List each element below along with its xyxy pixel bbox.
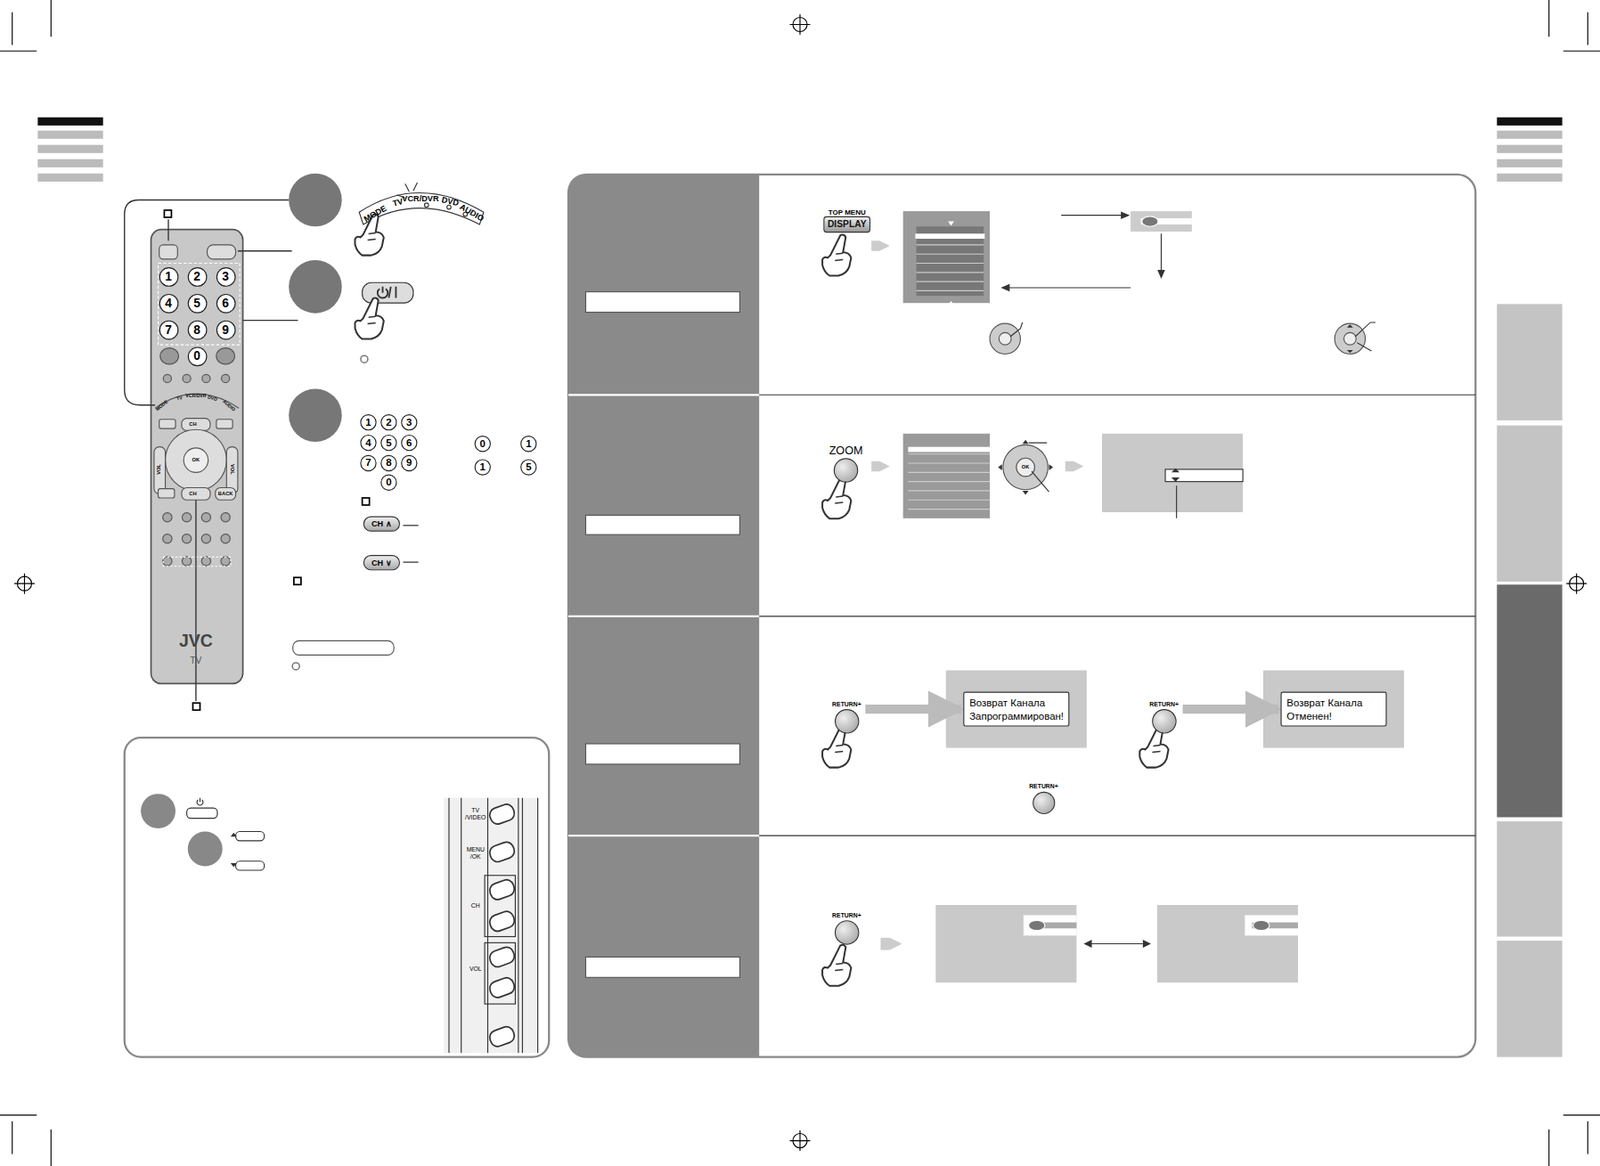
digit-button: 1 bbox=[474, 458, 491, 475]
digit-button: 7 bbox=[158, 319, 179, 340]
button: TOP MENU DISPLAY bbox=[823, 208, 871, 233]
digit-text: 1 bbox=[525, 439, 531, 449]
digit-button: 0 bbox=[187, 346, 207, 367]
digit-text: 9 bbox=[221, 323, 229, 336]
button: RETURN+ bbox=[1149, 701, 1179, 735]
digit-text: 0 bbox=[480, 439, 486, 449]
digit-text: 8 bbox=[193, 323, 201, 336]
round-button bbox=[1151, 709, 1176, 734]
digit-button: 5 bbox=[520, 458, 537, 475]
digit-button: 2 bbox=[380, 414, 397, 431]
label: TV /VIDEO bbox=[464, 807, 487, 821]
digit-text: 8 bbox=[385, 457, 392, 468]
label: VCR/DVR bbox=[185, 394, 206, 400]
digit-button: 2 bbox=[187, 267, 207, 287]
digit-button: 0 bbox=[474, 435, 491, 452]
digit-text: 6 bbox=[221, 296, 229, 310]
digit-button: 9 bbox=[215, 319, 236, 340]
digit-text: 6 bbox=[406, 437, 412, 448]
message-box: Возврат Канала Запрограммирован! bbox=[963, 692, 1070, 727]
label: MENU /OK bbox=[464, 846, 487, 860]
digit-text: 3 bbox=[406, 416, 412, 427]
label: VOL bbox=[469, 966, 482, 973]
arrow-connector bbox=[1183, 704, 1280, 714]
button-label: RETURN+ bbox=[832, 701, 862, 708]
digit-button: 9 bbox=[400, 455, 417, 472]
button-text: CH ∨ bbox=[371, 557, 392, 567]
message-text: Возврат Канала Запрограммирован! bbox=[969, 695, 1063, 723]
button: ZOOM bbox=[829, 443, 864, 483]
digit-text: 5 bbox=[193, 296, 201, 310]
label: VOL bbox=[156, 464, 163, 475]
button-text: DISPLAY bbox=[827, 219, 867, 229]
digit-text: 7 bbox=[365, 457, 371, 468]
button-label: ZOOM bbox=[829, 443, 864, 457]
digit-text: 9 bbox=[406, 457, 412, 468]
button: RETURN+ bbox=[1028, 783, 1059, 815]
digit-text: 4 bbox=[365, 437, 371, 448]
button: RETURN+ bbox=[832, 701, 862, 735]
digit-text: 1 bbox=[480, 462, 486, 473]
digit-button: 8 bbox=[187, 319, 207, 340]
digit-text: 2 bbox=[193, 270, 201, 284]
message-box: Возврат Канала Отменен! bbox=[1280, 692, 1387, 727]
button-label: RETURN+ bbox=[1028, 783, 1059, 791]
button: RETURN+ bbox=[832, 912, 862, 946]
digit-text: 5 bbox=[385, 437, 392, 448]
digit-text: 0 bbox=[385, 477, 392, 488]
message-text: Возврат Канала Отменен! bbox=[1286, 695, 1380, 723]
label: CH bbox=[188, 491, 196, 498]
digit-text: 0 bbox=[193, 350, 201, 363]
label: CH bbox=[188, 422, 196, 428]
digit-text: 3 bbox=[221, 270, 229, 284]
digit-button: 6 bbox=[215, 293, 236, 313]
digit-text: 1 bbox=[164, 270, 172, 284]
digit-button: 5 bbox=[380, 434, 397, 451]
label: OK bbox=[1021, 465, 1030, 471]
digit-button: 3 bbox=[215, 267, 236, 287]
button-label: RETURN+ bbox=[1149, 701, 1179, 708]
label: TV bbox=[189, 656, 202, 666]
digit-button: 8 bbox=[380, 455, 397, 472]
digit-text: 1 bbox=[365, 416, 371, 427]
button-label: TOP MENU bbox=[828, 208, 866, 216]
digit-button: 4 bbox=[158, 293, 179, 313]
digit-button: 3 bbox=[400, 414, 417, 431]
digit-button: 0 bbox=[380, 474, 397, 491]
round-button bbox=[1032, 791, 1055, 815]
label: VOL bbox=[229, 464, 236, 475]
digit-button: 7 bbox=[359, 455, 376, 472]
display-button: DISPLAY bbox=[823, 216, 871, 233]
button-text: CH ∧ bbox=[371, 518, 392, 528]
label: CH bbox=[471, 903, 481, 910]
digit-button: 1 bbox=[520, 435, 537, 452]
digit-button: 1 bbox=[359, 414, 376, 431]
round-button bbox=[834, 920, 859, 945]
button-label: RETURN+ bbox=[832, 912, 862, 919]
digit-text: 7 bbox=[164, 323, 172, 336]
digit-text: 2 bbox=[385, 416, 392, 427]
digit-button: 4 bbox=[359, 434, 376, 451]
label: JVC bbox=[179, 632, 213, 650]
button: CH ∧ bbox=[363, 515, 400, 531]
round-button bbox=[834, 709, 859, 734]
label: VCR/DVR bbox=[401, 195, 439, 204]
label: BACK bbox=[218, 491, 234, 498]
label: OK bbox=[192, 457, 201, 464]
digit-text: 4 bbox=[164, 296, 172, 310]
arrow-connector bbox=[865, 704, 962, 714]
button: CH ∨ bbox=[363, 555, 400, 571]
round-button bbox=[833, 457, 858, 482]
digit-button: 5 bbox=[187, 293, 207, 313]
digit-text: 5 bbox=[525, 462, 531, 473]
digit-button: 6 bbox=[400, 434, 417, 451]
digit-button: 1 bbox=[158, 267, 179, 287]
